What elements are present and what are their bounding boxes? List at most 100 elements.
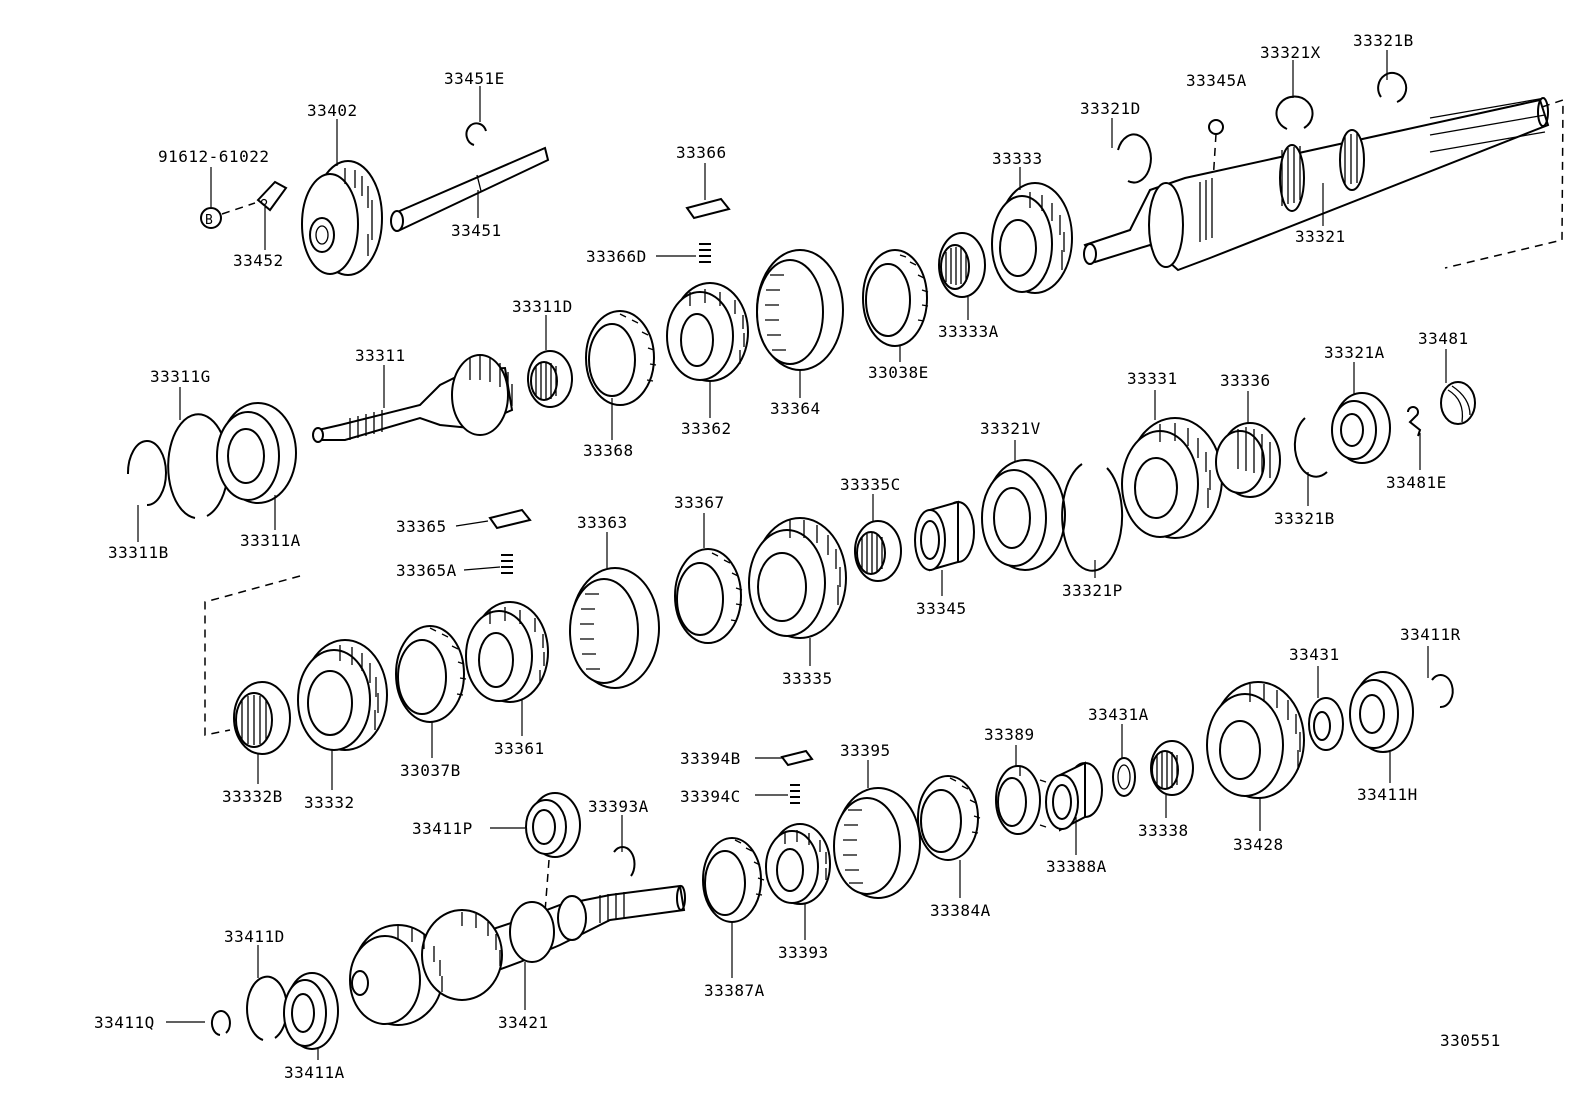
part-33366-shifting-key[interactable] xyxy=(685,197,731,220)
label-33451E: 33451E xyxy=(444,69,505,88)
label-33389: 33389 xyxy=(984,725,1035,744)
label-33037B: 33037B xyxy=(400,761,461,780)
part-33384A-synchronizer-ring[interactable] xyxy=(917,775,981,861)
label-33363: 33363 xyxy=(577,513,628,532)
part-33364-hub-sleeve[interactable] xyxy=(756,249,844,371)
label-33335C: 33335C xyxy=(840,475,901,494)
label-33411D: 33411D xyxy=(224,927,285,946)
part-33311D-needle-bearing[interactable] xyxy=(527,350,573,408)
part-33451E-snap-ring[interactable] xyxy=(465,122,487,146)
label-33411H: 33411H xyxy=(1357,785,1418,804)
label-33364: 33364 xyxy=(770,399,821,418)
part-33361-clutch-hub[interactable] xyxy=(465,601,549,703)
part-number-labels: 91612-61022 33452 33402 33451E 33451 333… xyxy=(94,31,1501,1082)
label-33311D: 33311D xyxy=(512,297,573,316)
part-33345-bushing[interactable] xyxy=(914,500,975,572)
label-33345A: 33345A xyxy=(1186,71,1247,90)
label-33332: 33332 xyxy=(304,793,355,812)
part-33321-output-shaft[interactable] xyxy=(1083,97,1550,272)
label-33311B: 33311B xyxy=(108,543,169,562)
part-33038E-synchronizer-ring[interactable] xyxy=(862,249,929,347)
part-33321B-mid-snap-ring[interactable] xyxy=(1293,417,1328,478)
part-33365A-spring[interactable] xyxy=(501,554,513,574)
label-33321B-mid: 33321B xyxy=(1274,509,1335,528)
part-33411D-snap-ring[interactable] xyxy=(246,975,289,1041)
part-33421-counter-gear[interactable] xyxy=(349,884,686,1026)
part-33311A-ball-bearing[interactable] xyxy=(216,402,297,504)
part-33411Q-snap-ring[interactable] xyxy=(210,1010,231,1036)
part-33363-hub-sleeve[interactable] xyxy=(569,567,660,689)
label-33311A: 33311A xyxy=(240,531,301,550)
label-33411Q: 33411Q xyxy=(94,1013,155,1032)
part-33335-gear[interactable] xyxy=(748,517,847,639)
diagram-id: 330551 xyxy=(1440,1031,1501,1050)
part-33321P-snap-ring[interactable] xyxy=(1061,463,1124,572)
label-33335: 33335 xyxy=(782,669,833,688)
label-33411R: 33411R xyxy=(1400,625,1461,644)
part-33402-reverse-idler-gear[interactable] xyxy=(301,160,383,276)
label-33451: 33451 xyxy=(451,221,502,240)
label-33038E: 33038E xyxy=(868,363,929,382)
part-33311-input-shaft[interactable] xyxy=(312,354,514,443)
part-33321V-bearing[interactable] xyxy=(981,459,1066,571)
label-33481E: 33481E xyxy=(1386,473,1447,492)
part-33338-needle-bearing[interactable] xyxy=(1150,740,1194,796)
part-33481-drive-gear[interactable] xyxy=(1440,381,1476,425)
label-91612-61022: 91612-61022 xyxy=(158,147,269,166)
part-33333A-needle-bearing[interactable] xyxy=(938,232,986,298)
part-33389-synchronizer-ring[interactable] xyxy=(995,765,1047,835)
part-33452-lock-plate[interactable] xyxy=(256,180,288,212)
part-33366D-spring[interactable] xyxy=(699,243,711,263)
part-33481E-spring[interactable] xyxy=(1407,406,1422,437)
part-33336-gear[interactable] xyxy=(1215,422,1281,498)
part-33037B-synchronizer-ring[interactable] xyxy=(395,625,467,723)
part-33345A-ball[interactable] xyxy=(1208,119,1224,183)
part-33411H-ball-bearing[interactable] xyxy=(1349,671,1414,753)
label-33393: 33393 xyxy=(778,943,829,962)
part-33335C-needle-bearing[interactable] xyxy=(854,520,902,582)
part-33411A-ball-bearing[interactable] xyxy=(283,972,339,1050)
part-33332-gear[interactable] xyxy=(297,639,388,751)
label-33431A: 33431A xyxy=(1088,705,1149,724)
part-33428-gear[interactable] xyxy=(1206,681,1305,799)
part-33451-reverse-idler-shaft[interactable] xyxy=(390,146,550,232)
label-33321A: 33321A xyxy=(1324,343,1385,362)
label-33393A: 33393A xyxy=(588,797,649,816)
label-33321D: 33321D xyxy=(1080,99,1141,118)
part-33368-synchronizer-ring[interactable] xyxy=(585,310,657,406)
part-33321D-snap-ring[interactable] xyxy=(1117,133,1152,184)
part-33387A-synchronizer-ring[interactable] xyxy=(702,837,765,923)
label-33331: 33331 xyxy=(1127,369,1178,388)
part-33332B-needle-bearing[interactable] xyxy=(233,681,291,755)
part-33321B-top-snap-ring[interactable] xyxy=(1377,71,1408,103)
part-33321X-snap-ring[interactable] xyxy=(1275,95,1314,130)
part-33331-gear[interactable] xyxy=(1121,417,1223,539)
label-33365: 33365 xyxy=(396,517,447,536)
part-33321A-bearing[interactable] xyxy=(1331,392,1391,464)
label-33366: 33366 xyxy=(676,143,727,162)
part-33394C-spring[interactable] xyxy=(790,784,800,804)
part-33431A-washer[interactable] xyxy=(1112,757,1136,797)
label-33333: 33333 xyxy=(992,149,1043,168)
part-33362-clutch-hub[interactable] xyxy=(666,282,749,382)
part-33365-shifting-key[interactable] xyxy=(488,508,532,530)
part-33411R-snap-ring[interactable] xyxy=(1431,674,1454,709)
part-33394B-shifting-key[interactable] xyxy=(780,749,814,767)
part-33388A-bushing[interactable] xyxy=(1045,761,1103,832)
part-33393A-snap-ring[interactable] xyxy=(613,846,636,877)
label-33387A: 33387A xyxy=(704,981,765,1000)
part-33367-synchronizer-ring[interactable] xyxy=(674,548,743,644)
part-33395-hub-sleeve[interactable] xyxy=(833,787,921,899)
label-33411A: 33411A xyxy=(284,1063,345,1082)
part-33431-spacer[interactable] xyxy=(1308,697,1344,751)
label-33321X: 33321X xyxy=(1260,43,1321,62)
part-33333-gear[interactable] xyxy=(991,182,1073,294)
part-33393-clutch-hub[interactable] xyxy=(765,823,831,905)
label-33384A: 33384A xyxy=(930,901,991,920)
part-33411P-bearing-race[interactable] xyxy=(525,792,581,913)
part-33311B-snap-ring[interactable] xyxy=(126,440,167,506)
shaft-continuation-line-mid xyxy=(204,575,301,736)
label-33402: 33402 xyxy=(307,101,358,120)
label-33333A: 33333A xyxy=(938,322,999,341)
label-33361: 33361 xyxy=(494,739,545,758)
